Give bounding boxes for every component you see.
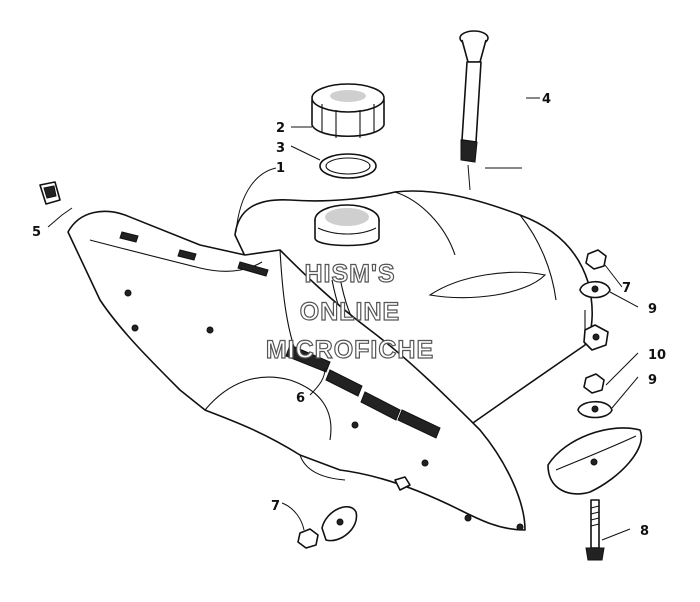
callout-7-upper: 7 [622,281,631,296]
fuel-tank [234,190,593,426]
watermark-line-2: ONLINE [300,298,400,326]
callout-1: 1 [276,161,285,176]
watermark-line-3: MICROFICHE [266,336,434,364]
callout-10: 10 [648,348,666,363]
watermark: HISM'S ONLINE MICROFICHE [265,259,434,364]
callout-8: 8 [640,524,649,539]
cap-gasket [319,153,377,179]
callout-6: 6 [296,391,305,406]
callout-4: 4 [542,92,551,107]
callout-7-lower: 7 [271,499,280,514]
callout-3: 3 [276,141,285,156]
clip [39,181,61,205]
vent-grille [285,344,441,439]
hardware-stack [547,249,643,561]
callout-5: 5 [32,225,41,240]
fuel-gauge [459,30,489,191]
fuel-cap [311,83,385,138]
leader-lines [47,97,639,541]
callout-2: 2 [276,121,285,136]
callout-9-lower: 9 [648,373,657,388]
callout-9-upper: 9 [648,302,657,317]
side-shroud [67,210,526,531]
lower-hardware [297,476,411,549]
callout-labels: 2 3 1 4 5 6 7 7 8 9 9 10 [32,92,666,539]
watermark-line-1: HISM'S [304,260,395,288]
